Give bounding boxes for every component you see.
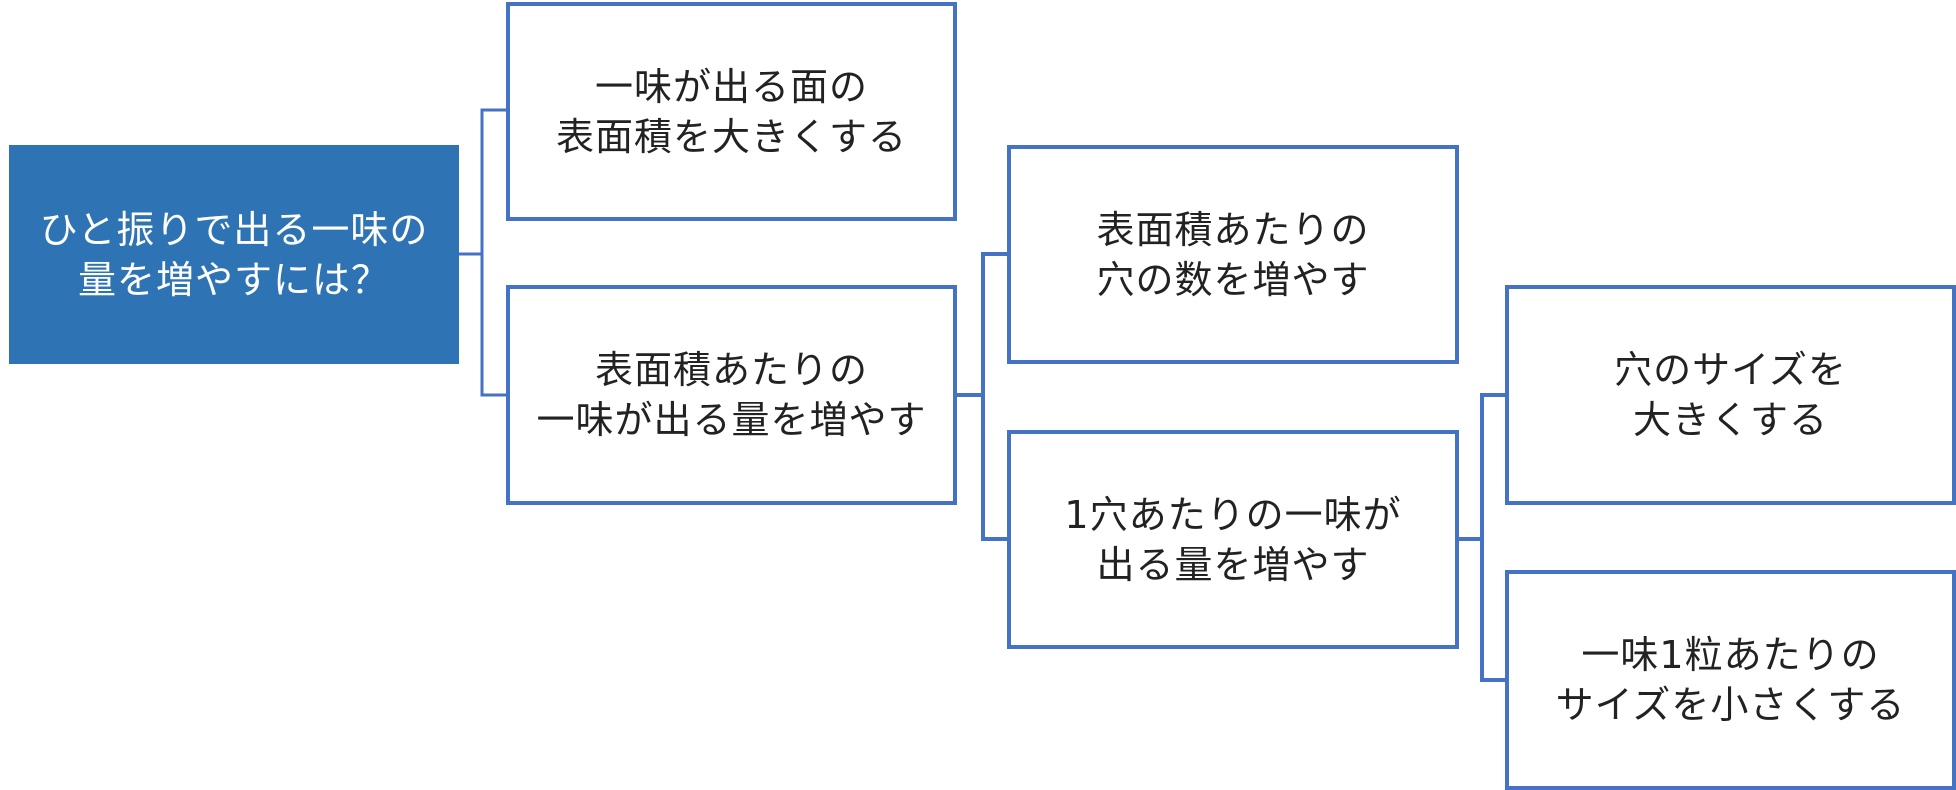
root-question-label: ひと振りで出る一味の 量を増やすには？	[39, 207, 429, 302]
holes-per-area-label: 表面積あたりの 穴の数を増やす	[1096, 207, 1370, 302]
amount-per-area-label: 表面積あたりの 一味が出る量を増やす	[536, 348, 927, 442]
connector-b2-to-b2b	[1480, 539, 1505, 682]
surface-area-label: 一味が出る面の 表面積を大きくする	[555, 64, 907, 159]
holes-per-area-node: 表面積あたりの 穴の数を増やす	[1007, 145, 1459, 364]
amount-per-hole-node: 1穴あたりの一味が 出る量を増やす	[1007, 430, 1459, 649]
hole-size-label: 穴のサイズを 大きくする	[1614, 348, 1847, 442]
connector-b-to-b1	[957, 252, 1007, 397]
grain-size-node: 一味1粒あたりの サイズを小さくする	[1505, 570, 1956, 790]
connector-root-to-b	[480, 254, 506, 397]
grain-size-label: 一味1粒あたりの サイズを小さくする	[1555, 633, 1906, 727]
connector-b-to-b2	[981, 395, 1007, 541]
root-question-node: ひと振りで出る一味の 量を増やすには？	[9, 145, 459, 364]
surface-area-node: 一味が出る面の 表面積を大きくする	[506, 2, 957, 221]
amount-per-area-node: 表面積あたりの 一味が出る量を増やす	[506, 285, 957, 505]
amount-per-hole-label: 1穴あたりの一味が 出る量を増やす	[1064, 492, 1402, 587]
connector-root-to-a	[459, 108, 506, 256]
hole-size-node: 穴のサイズを 大きくする	[1505, 285, 1956, 505]
connector-b2-to-b2a	[1459, 393, 1505, 541]
